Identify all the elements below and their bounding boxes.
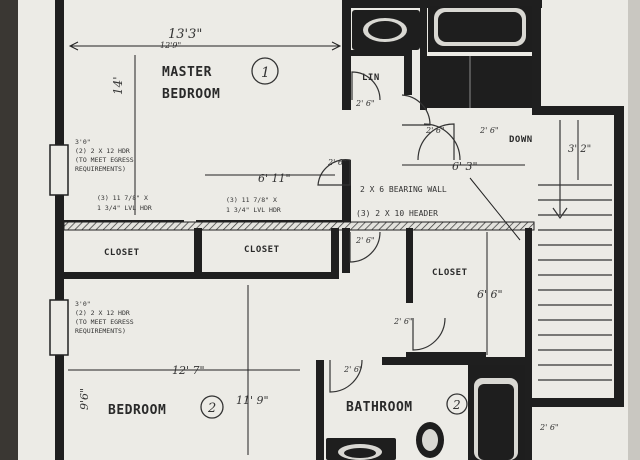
dim-master-width-alt: 12'9" (160, 41, 181, 50)
staircase (538, 120, 612, 381)
hall-divider-wall (342, 160, 351, 225)
window2-note-4: REQUIREMENTS) (75, 327, 126, 335)
bath2-west-wall (316, 360, 324, 460)
bedroom-2-number: 2 (207, 401, 216, 416)
bathroom-2-label: BATHROOM (346, 400, 413, 415)
dim-bedroom2-depth: 11' 9" (236, 394, 269, 407)
dim-stair-width: 3' 2" (568, 144, 591, 155)
window2-note-2: (2) 2 X 12 HDR (75, 309, 130, 317)
window2-note-1: 3'0" (75, 300, 91, 308)
closet-left-label: CLOSET (104, 248, 140, 258)
bearing-wall-label: 2 X 6 BEARING WALL (360, 185, 447, 194)
dimension-lines (68, 41, 579, 455)
closet-right-west-wall (406, 228, 413, 303)
master-bedroom-number-circle (251, 57, 279, 85)
door-size-2: 2' 6" (425, 126, 445, 135)
right-paper-edge (628, 0, 640, 460)
closet-divider-2 (331, 228, 339, 278)
lvl-mid-note-1: (3) 11 7/8" X (226, 196, 277, 204)
left-exterior-wall (55, 0, 64, 460)
window1-note-1: 3'0" (75, 138, 91, 146)
bearing-wall (63, 221, 535, 231)
window-bedroom-2 (49, 299, 69, 356)
bath-top-wall (342, 0, 542, 8)
lvl-left-note-1: (3) 11 7/8" X (97, 194, 148, 202)
bath-sink-top (352, 10, 420, 50)
dim-hall-width: 6' 11" (258, 172, 291, 185)
dim-master-depth: 14' (111, 76, 125, 95)
window1-note-4: REQUIREMENTS) (75, 165, 126, 173)
hall-right-wall (532, 0, 541, 110)
door-size-5: 2' 6" (355, 236, 375, 245)
closet-mid-label: CLOSET (244, 245, 280, 255)
bathtub-top (428, 6, 532, 52)
door-size-7: 2' 6" (343, 365, 363, 374)
lvl-left-note-2: 1 3/4" LVL HDR (97, 204, 152, 212)
door-size-3: 2' 6" (479, 126, 499, 135)
stair-west-wall (525, 228, 532, 460)
bath2-north-wall (382, 357, 532, 365)
stair-bottom-wall (532, 398, 624, 407)
window1-note-2: (2) 2 X 12 HDR (75, 147, 130, 155)
linen-label: LIN (362, 73, 380, 83)
window-master (49, 144, 69, 196)
dim-hall-depth: 6' 3" (452, 160, 478, 173)
bathroom-2-number: 2 (452, 398, 461, 412)
dim-master-width: 13'3" (168, 27, 202, 42)
door-size-8: 2' 6" (539, 423, 559, 432)
master-bedroom-label-2: BEDROOM (162, 87, 220, 102)
stair-right-wall (614, 106, 624, 406)
door-size-4: 2' 6" (327, 158, 347, 167)
bedroom-2-number-circle (200, 395, 224, 419)
closet-right-south-wall (406, 352, 486, 359)
tub-wall (420, 0, 427, 110)
dim-closet-depth: 6' 6" (477, 288, 503, 301)
linen-right-wall (404, 50, 412, 95)
bath2-sink (326, 438, 396, 460)
dim-bedroom2-side: 9'6" (78, 388, 91, 410)
window1-note-3: (TO MEET EGRESS (75, 156, 134, 164)
hall-left-lower-wall (342, 228, 350, 273)
header-label: (3) 2 X 10 HEADER (356, 209, 438, 218)
shower-stall (420, 56, 532, 108)
bath2-tub (468, 365, 525, 460)
linen-wall (342, 50, 412, 56)
door-swings (317, 71, 461, 393)
bath2-toilet (416, 422, 444, 458)
window2-note-3: (TO MEET EGRESS (75, 318, 134, 326)
master-bedroom-number: 1 (261, 65, 270, 81)
closet-divider-1 (194, 228, 202, 278)
bathroom-2-number-circle (446, 393, 468, 415)
stairs-down-label: DOWN (509, 135, 533, 145)
lvl-mid-note-2: 1 3/4" LVL HDR (226, 206, 281, 214)
master-bedroom-label-1: MASTER (162, 65, 212, 80)
door-size-6: 2' 6" (393, 317, 413, 326)
dim-bedroom2-width: 12' 7" (172, 364, 205, 377)
bedroom-2-label: BEDROOM (108, 403, 166, 418)
stair-top-wall (532, 106, 624, 115)
door-size-1: 2' 6" (355, 99, 375, 108)
closet-right-label: CLOSET (432, 268, 468, 278)
